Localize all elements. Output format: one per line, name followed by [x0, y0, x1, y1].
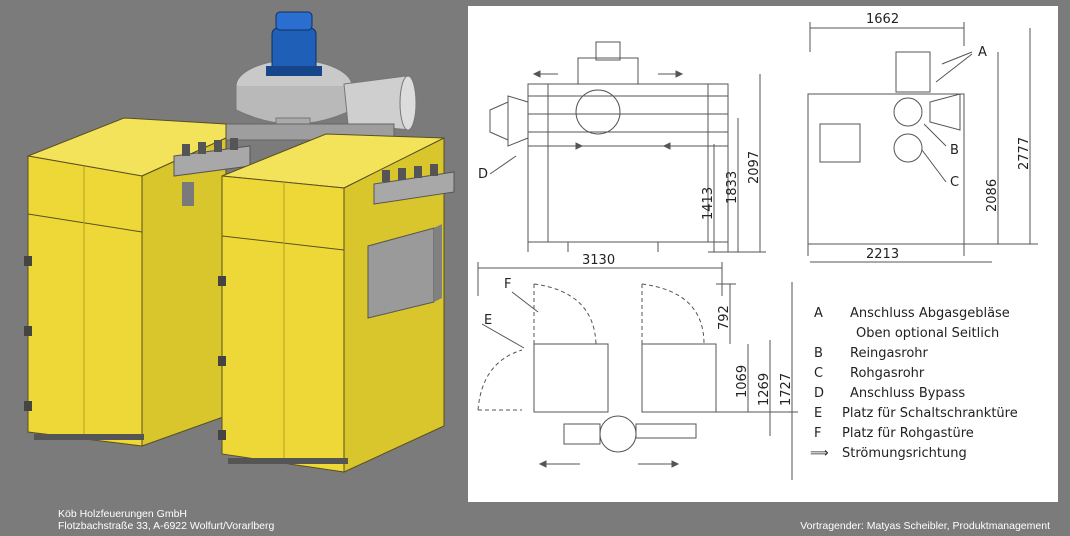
callout-letters: A B C D E F: [478, 45, 987, 328]
svg-text:Anschluss Abgasgebläse: Anschluss Abgasgebläse: [850, 306, 1010, 321]
legend-item: C Rohgasrohr: [814, 366, 925, 381]
side-view: [807, 22, 1038, 263]
dim-2213: 2213: [866, 247, 899, 262]
dim-1069: 1069: [735, 365, 750, 398]
dim-1833: 1833: [725, 171, 740, 204]
callout-d: D: [478, 167, 488, 182]
legend: A Anschluss Abgasgebläse Oben optional S…: [810, 306, 1018, 461]
motor: [266, 11, 322, 76]
legend-item: F Platz für Rohgastüre: [814, 426, 974, 441]
svg-text:Anschluss Bypass: Anschluss Bypass: [850, 386, 965, 401]
svg-text:A: A: [814, 306, 823, 321]
legend-item: Oben optional Seitlich: [856, 326, 999, 341]
svg-text:E: E: [814, 406, 822, 421]
dim-792: 792: [717, 305, 732, 330]
boiler-3d-render: [24, 11, 455, 473]
top-view: [477, 262, 798, 480]
dim-1662: 1662: [866, 12, 899, 27]
svg-text:Strömungsrichtung: Strömungsrichtung: [842, 446, 967, 461]
svg-text:⟹: ⟹: [810, 446, 829, 461]
svg-text:Platz für Schaltschranktüre: Platz für Schaltschranktüre: [842, 406, 1018, 421]
svg-text:Platz für Rohgastüre: Platz für Rohgastüre: [842, 426, 974, 441]
svg-text:B: B: [814, 346, 823, 361]
dim-2086: 2086: [985, 179, 1000, 212]
svg-text:F: F: [814, 426, 821, 441]
svg-text:C: C: [814, 366, 823, 381]
dim-2097: 2097: [747, 151, 762, 184]
svg-text:D: D: [814, 386, 824, 401]
legend-item: D Anschluss Bypass: [814, 386, 965, 401]
dim-2777: 2777: [1017, 137, 1032, 170]
right-cabinet: [218, 133, 455, 473]
legend-item: ⟹ Strömungsrichtung: [810, 446, 967, 461]
dimension-labels: 1662 2213 3130 2086 2777 2097 1833 1413 …: [582, 12, 1032, 406]
left-cabinet: [24, 117, 251, 447]
dim-1269: 1269: [757, 373, 772, 406]
callout-c: C: [950, 175, 959, 190]
company-footer: Köb Holzfeuerungen GmbH Flotzbachstraße …: [58, 508, 274, 532]
callout-b: B: [950, 143, 959, 158]
front-view: [489, 41, 766, 253]
svg-text:Oben optional Seitlich: Oben optional Seitlich: [856, 326, 999, 341]
callout-f: F: [504, 277, 511, 292]
svg-text:Rohgasrohr: Rohgasrohr: [850, 366, 925, 381]
company-address: Flotzbachstraße 33, A-6922 Wolfurt/Vorar…: [58, 520, 275, 532]
legend-item: E Platz für Schaltschranktüre: [814, 406, 1018, 421]
dim-1727: 1727: [779, 373, 794, 406]
dim-1413: 1413: [701, 187, 716, 220]
svg-text:Reingasrohr: Reingasrohr: [850, 346, 929, 361]
dim-3130: 3130: [582, 253, 615, 268]
callout-e: E: [484, 313, 492, 328]
technical-drawing: 1662 2213 3130 2086 2777 2097 1833 1413 …: [468, 6, 1058, 502]
company-name: Köb Holzfeuerungen GmbH: [58, 508, 187, 520]
presenter-footer: Vortragender: Matyas Scheibler, Produktm…: [800, 520, 1050, 532]
callout-a: A: [978, 45, 987, 60]
legend-item: A Anschluss Abgasgebläse: [814, 306, 1010, 321]
legend-item: B Reingasrohr: [814, 346, 929, 361]
